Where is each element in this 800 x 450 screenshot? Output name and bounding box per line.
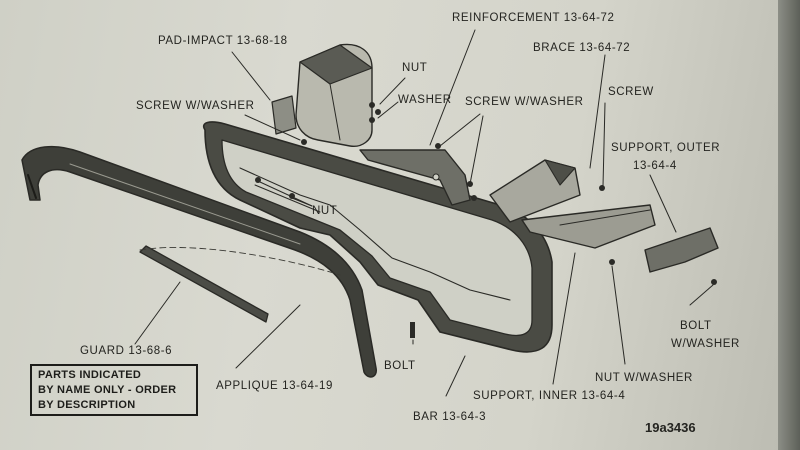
label-reinforcement: REINFORCEMENT 13-64-72 [452,12,615,24]
applique-part [21,145,377,378]
label-nut-mid: NUT [312,205,338,217]
support-outer-part [644,227,719,273]
label-support-outer-1: SUPPORT, OUTER [611,142,721,154]
label-pad-impact: PAD-IMPACT 13-68-18 [158,35,288,47]
note-line-2: BY NAME ONLY - ORDER [38,384,177,396]
label-applique: APPLIQUE 13-64-19 [216,380,333,392]
label-screw-washer-mid: SCREW W/WASHER [465,96,584,108]
label-screw-washer-left: SCREW W/WASHER [136,100,255,112]
brace-part [489,159,581,223]
parts-note-box: PARTS INDICATED BY NAME ONLY - ORDER BY … [30,364,198,416]
label-support-inner: SUPPORT, INNER 13-64-4 [473,390,626,402]
label-brace: BRACE 13-64-72 [533,42,631,54]
bar-part [203,121,553,353]
label-nut-top: NUT [402,62,428,74]
note-line-1: PARTS INDICATED [38,369,142,381]
label-bolt-washer-2: W/WASHER [671,338,740,350]
guard-part [139,245,269,323]
note-line-3: BY DESCRIPTION [38,399,136,411]
leader-lines [134,29,714,397]
label-nut-washer: NUT W/WASHER [595,372,693,384]
label-guard: GUARD 13-68-6 [80,345,173,357]
fastener-group [255,102,717,338]
support-inner-part [521,204,656,249]
label-bolt: BOLT [384,360,416,372]
reinforcement-part [359,149,471,206]
label-screw: SCREW [608,86,654,98]
page-gutter [778,0,800,450]
label-support-outer-2: 13-64-4 [633,160,677,172]
label-bolt-washer-1: BOLT [680,320,712,332]
pad-impact-part [271,43,373,147]
figure-number: 19a3436 [645,420,696,435]
label-washer: WASHER [398,94,452,106]
label-bar: BAR 13-64-3 [413,411,487,423]
